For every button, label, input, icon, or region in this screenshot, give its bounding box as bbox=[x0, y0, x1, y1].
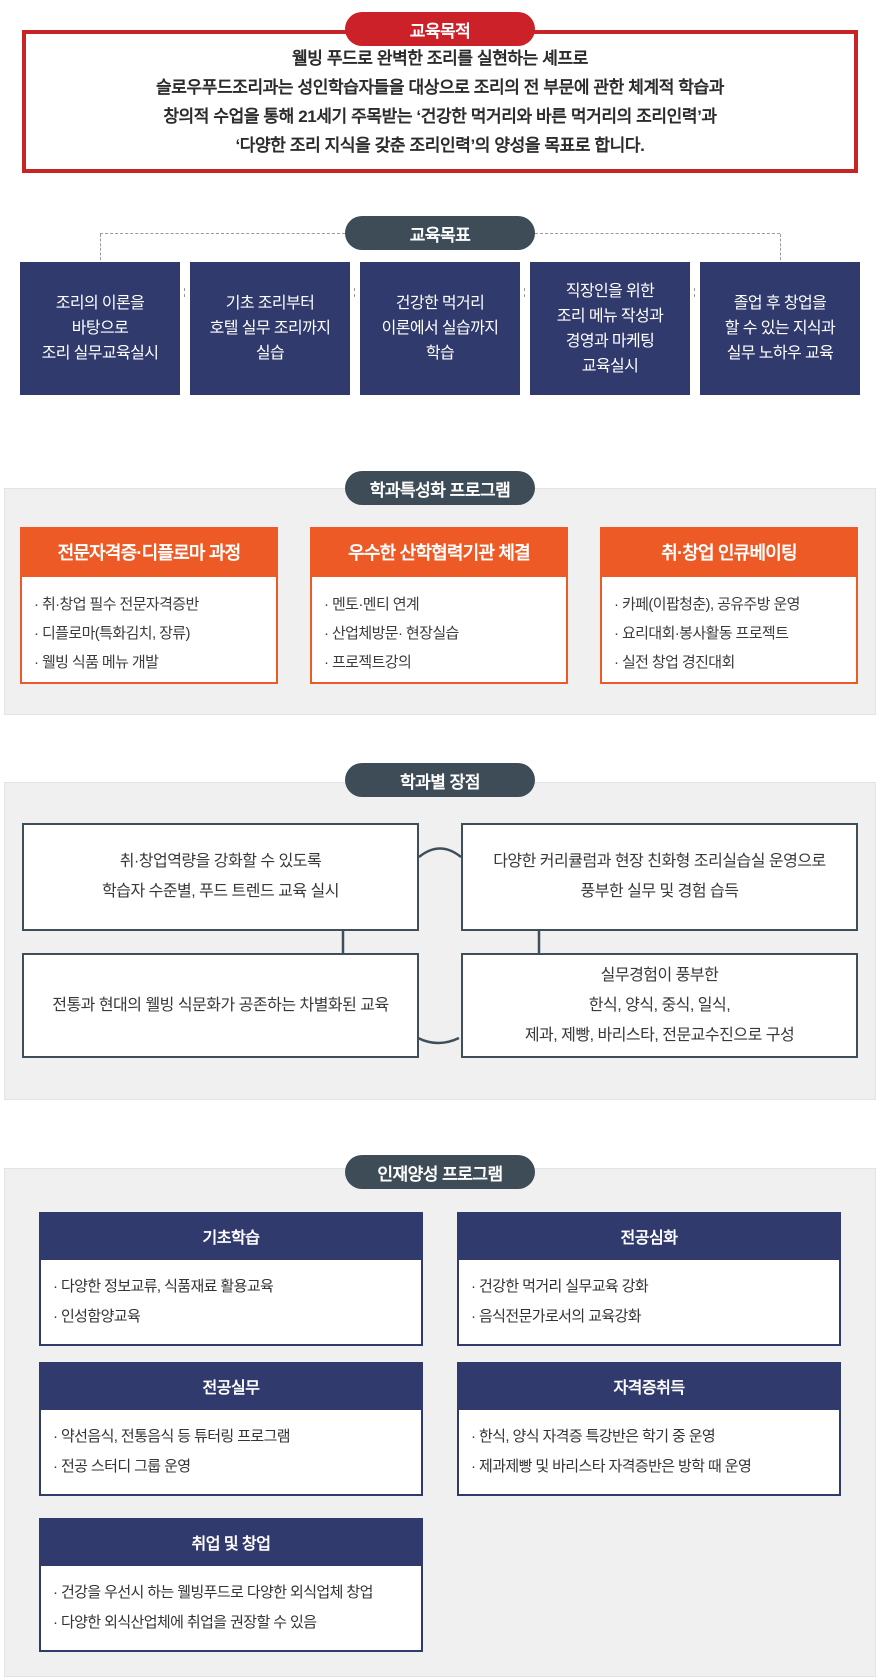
card-title: 전공실무 bbox=[39, 1362, 423, 1410]
card-item: · 음식전문가로서의 교육강화 bbox=[471, 1308, 642, 1325]
specialization-card-certificate: 전문자격증·디플로마 과정 · 취·창업 필수 전문자격증반 · 디플로마(특화… bbox=[20, 527, 278, 684]
card-item: · 인성함양교육 bbox=[53, 1308, 141, 1325]
education-purpose-box: 웰빙 푸드로 완벽한 조리를 실현하는 셰프로 슬로우푸드조리과는 성인학습자들… bbox=[22, 30, 858, 173]
card-item: · 실전 창업 경진대회 bbox=[614, 654, 735, 671]
card-title: 우수한 산학협력기관 체결 bbox=[310, 527, 568, 577]
talent-card-certificates: 자격증취득 · 한식, 양식 자격증 특강반은 학기 중 운영 · 제과제빵 및… bbox=[457, 1362, 841, 1496]
card-title: 자격증취득 bbox=[457, 1362, 841, 1410]
card-item: · 건강한 먹거리 실무교육 강화 bbox=[471, 1278, 649, 1295]
card-item: · 다양한 정보교류, 식품재료 활용교육 bbox=[53, 1278, 274, 1295]
advantage-box-4: 실무경험이 풍부한 한식, 양식, 중식, 일식, 제과, 제빵, 바리스타, … bbox=[461, 953, 858, 1058]
badge-label: 교육목표 bbox=[409, 225, 471, 245]
card-body: · 카페(이팝청춘), 공유주방 운영 · 요리대회·봉사활동 프로젝트 · 실… bbox=[600, 577, 858, 684]
badge-label: 학과특성화 프로그램 bbox=[369, 480, 511, 500]
card-body: · 건강을 우선시 하는 웰빙푸드로 다양한 외식업체 창업 · 다양한 외식산… bbox=[39, 1566, 423, 1652]
advantage-box-1: 취·창업역량을 강화할 수 있도록 학습자 수준별, 푸드 트렌드 교육 실시 bbox=[22, 823, 419, 931]
dashed-connector-right-drop bbox=[780, 234, 781, 260]
section-badge-advantages: 학과별 장점 bbox=[345, 763, 535, 797]
dashed-tick-3 bbox=[524, 288, 525, 297]
goal-box-1: 조리의 이론을 바탕으로 조리 실무교육실시 bbox=[20, 262, 180, 395]
card-body: · 다양한 정보교류, 식품재료 활용교육 · 인성함양교육 bbox=[39, 1260, 423, 1346]
section-badge-specialization: 학과특성화 프로그램 bbox=[345, 471, 535, 505]
card-title: 취업 및 창업 bbox=[39, 1518, 423, 1566]
talent-card-basic-learning: 기초학습 · 다양한 정보교류, 식품재료 활용교육 · 인성함양교육 bbox=[39, 1212, 423, 1346]
talent-card-major-practice: 전공실무 · 약선음식, 전통음식 등 튜터링 프로그램 · 전공 스터디 그룹… bbox=[39, 1362, 423, 1496]
card-body: · 한식, 양식 자격증 특강반은 학기 중 운영 · 제과제빵 및 바리스타 … bbox=[457, 1410, 841, 1496]
advantage-box-3: 전통과 현대의 웰빙 식문화가 공존하는 차별화된 교육 bbox=[22, 953, 419, 1058]
card-body: · 취·창업 필수 전문자격증반 · 디플로마(특화김치, 장류) · 웰빙 식… bbox=[20, 577, 278, 684]
card-item: · 산업체방문· 현장실습 bbox=[324, 625, 459, 642]
card-item: · 디플로마(특화김치, 장류) bbox=[34, 625, 190, 642]
card-title: 기초학습 bbox=[39, 1212, 423, 1260]
dashed-connector-left-drop bbox=[100, 234, 101, 260]
education-purpose-text: 웰빙 푸드로 완벽한 조리를 실현하는 셰프로 슬로우푸드조리과는 성인학습자들… bbox=[156, 48, 724, 155]
card-item: · 멘토·멘티 연계 bbox=[324, 596, 420, 613]
goal-box-4: 직장인을 위한 조리 메뉴 작성과 경영과 마케팅 교육실시 bbox=[530, 262, 690, 395]
specialization-card-incubating: 취·창업 인큐베이팅 · 카페(이팝청춘), 공유주방 운영 · 요리대회·봉사… bbox=[600, 527, 858, 684]
card-item: · 전공 스터디 그룹 운영 bbox=[53, 1458, 191, 1475]
card-item: · 카페(이팝청춘), 공유주방 운영 bbox=[614, 596, 800, 613]
badge-label: 인재양성 프로그램 bbox=[377, 1164, 503, 1184]
badge-label: 교육목적 bbox=[409, 21, 471, 41]
badge-label: 학과별 장점 bbox=[400, 772, 480, 792]
talent-card-employment-startup: 취업 및 창업 · 건강을 우선시 하는 웰빙푸드로 다양한 외식업체 창업 ·… bbox=[39, 1518, 423, 1652]
advantage-box-2: 다양한 커리큘럼과 현장 친화형 조리실습실 운영으로 풍부한 실무 및 경험 … bbox=[461, 823, 858, 931]
section-badge-education-goals: 교육목표 bbox=[345, 216, 535, 250]
section-badge-talent: 인재양성 프로그램 bbox=[345, 1155, 535, 1189]
specialization-card-industry: 우수한 산학협력기관 체결 · 멘토·멘티 연계 · 산업체방문· 현장실습 ·… bbox=[310, 527, 568, 684]
card-item: · 건강을 우선시 하는 웰빙푸드로 다양한 외식업체 창업 bbox=[53, 1584, 373, 1601]
card-item: · 요리대회·봉사활동 프로젝트 bbox=[614, 625, 789, 642]
dashed-tick-2 bbox=[354, 288, 355, 297]
card-body: · 약선음식, 전통음식 등 튜터링 프로그램 · 전공 스터디 그룹 운영 bbox=[39, 1410, 423, 1496]
card-body: · 멘토·멘티 연계 · 산업체방문· 현장실습 · 프로젝트강의 bbox=[310, 577, 568, 684]
card-title: 전문자격증·디플로마 과정 bbox=[20, 527, 278, 577]
card-title: 전공심화 bbox=[457, 1212, 841, 1260]
section-badge-education-purpose: 교육목적 bbox=[345, 12, 535, 46]
dashed-tick-1 bbox=[184, 288, 185, 297]
goal-box-5: 졸업 후 창업을 할 수 있는 지식과 실무 노하우 교육 bbox=[700, 262, 860, 395]
card-item: · 제과제빵 및 바리스타 자격증반은 방학 때 운영 bbox=[471, 1458, 752, 1475]
dashed-connector-right bbox=[535, 233, 780, 234]
card-item: · 취·창업 필수 전문자격증반 bbox=[34, 596, 199, 613]
goal-box-2: 기초 조리부터 호텔 실무 조리까지 실습 bbox=[190, 262, 350, 395]
card-item: · 다양한 외식산업체에 취업을 권장할 수 있음 bbox=[53, 1614, 317, 1631]
dashed-tick-4 bbox=[694, 288, 695, 297]
card-item: · 웰빙 식품 메뉴 개발 bbox=[34, 654, 159, 671]
goal-box-3: 건강한 먹거리 이론에서 실습까지 학습 bbox=[360, 262, 520, 395]
card-item: · 프로젝트강의 bbox=[324, 654, 412, 671]
dashed-connector-left bbox=[100, 233, 345, 234]
talent-card-major-deepening: 전공심화 · 건강한 먹거리 실무교육 강화 · 음식전문가로서의 교육강화 bbox=[457, 1212, 841, 1346]
card-title: 취·창업 인큐베이팅 bbox=[600, 527, 858, 577]
card-item: · 한식, 양식 자격증 특강반은 학기 중 운영 bbox=[471, 1428, 716, 1445]
card-item: · 약선음식, 전통음식 등 튜터링 프로그램 bbox=[53, 1428, 291, 1445]
card-body: · 건강한 먹거리 실무교육 강화 · 음식전문가로서의 교육강화 bbox=[457, 1260, 841, 1346]
